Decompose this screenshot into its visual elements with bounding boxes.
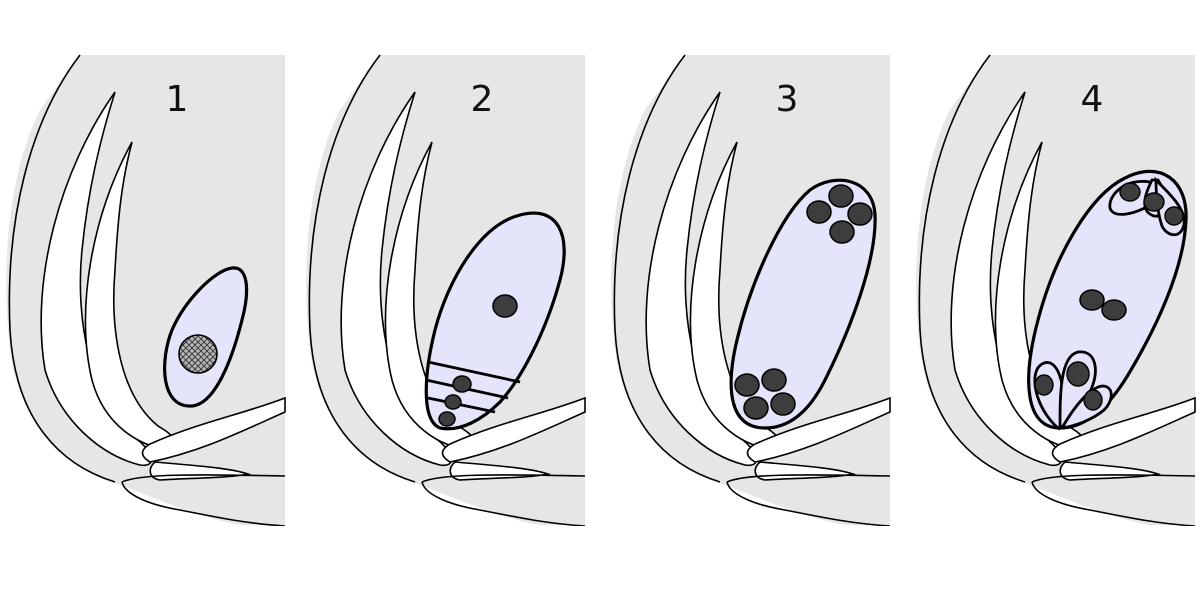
nucleus (1083, 389, 1103, 411)
egg-apparatus (1033, 350, 1113, 431)
nucleus (806, 200, 832, 224)
nucleus (829, 220, 855, 244)
stage-label-2: 2 (471, 79, 494, 120)
nucleus (828, 184, 854, 208)
degenerating-megaspore (444, 394, 462, 410)
nucleus (1119, 182, 1141, 202)
stage-label-1: 1 (166, 79, 189, 120)
stage-panel-4: 4 (909, 54, 1200, 600)
nucleus (847, 202, 873, 226)
nucleus (1034, 374, 1054, 396)
cell-wall (427, 396, 496, 414)
nucleus (734, 373, 760, 397)
stage-label-4: 4 (1081, 79, 1104, 120)
cell-wall (427, 360, 521, 384)
nucleus (761, 368, 787, 392)
stage-panel-3: 3 (604, 54, 906, 600)
polar-nucleus (1079, 289, 1105, 311)
nucleus (743, 396, 769, 420)
nucleus (770, 392, 796, 416)
stage-label-3: 3 (776, 79, 799, 120)
polar-nucleus (1101, 299, 1127, 321)
degenerating-megaspore (438, 411, 456, 427)
nucleus (1143, 192, 1165, 212)
degenerating-megaspore (452, 375, 472, 393)
stage-panel-2: 2 (299, 54, 601, 600)
nucleus (1164, 206, 1184, 226)
nucleus (1066, 361, 1090, 387)
ovule-tissue (0, 54, 301, 600)
megaspore-mother-cell (178, 334, 218, 374)
functional-megaspore-nucleus (492, 294, 518, 318)
antipodal-cells (1108, 176, 1186, 237)
stage-panel-1: 1 (0, 54, 301, 600)
